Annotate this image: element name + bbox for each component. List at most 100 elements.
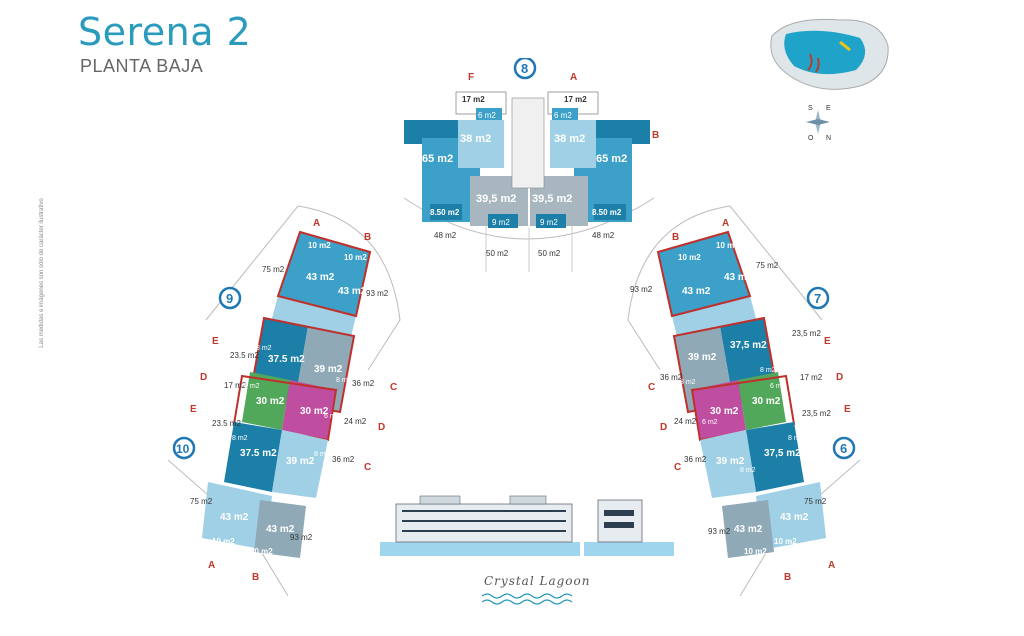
left-terrace-75b: 75 m2 bbox=[190, 497, 213, 506]
left-unit-10a: 10 m2 bbox=[308, 241, 331, 250]
label-left-b: B bbox=[364, 232, 371, 243]
left-terrace-36b: 36 m2 bbox=[332, 455, 355, 464]
left-terrace-235a: 23.5 m2 bbox=[230, 351, 259, 360]
right-unit-375a: 37,5 m2 bbox=[730, 340, 767, 351]
right-unit-8c: 8 m2 bbox=[788, 435, 804, 442]
left-terrace-235b: 23.5 m2 bbox=[212, 419, 241, 428]
left-unit-8b: 8 m2 bbox=[336, 377, 352, 384]
right-unit-10b: 10 m2 bbox=[678, 253, 701, 262]
block-10-badge-text: 10 bbox=[176, 442, 190, 456]
left-unit-10b: 10 m2 bbox=[344, 253, 367, 262]
left-unit-43a: 43 m2 bbox=[306, 272, 335, 283]
right-unit-6g: 6 m2 bbox=[770, 383, 786, 390]
left-terrace-93: 93 m2 bbox=[366, 289, 389, 298]
left-unit-43c: 43 m2 bbox=[220, 512, 249, 523]
label-left-d2: D bbox=[378, 422, 385, 433]
label-right-c1: C bbox=[648, 382, 655, 393]
unit-65-right: 65 m2 bbox=[596, 153, 627, 165]
right-unit-43d: 43 m2 bbox=[734, 524, 763, 535]
left-unit-6m: 6 m2 bbox=[324, 413, 340, 420]
left-unit-8a: 8 m2 bbox=[256, 345, 272, 352]
right-terrace-24: 24 m2 bbox=[674, 417, 697, 426]
right-terrace-235a: 23,5 m2 bbox=[792, 329, 821, 338]
label-left-e1: E bbox=[212, 336, 219, 347]
unit-9-right: 9 m2 bbox=[540, 218, 558, 227]
label-right-b2: B bbox=[784, 572, 791, 583]
building-elevation-front bbox=[380, 495, 580, 556]
block-8-plan: 8 F A E B D C 17 m2 17 m2 6 m2 6 m2 38 m… bbox=[403, 58, 659, 272]
left-terrace-17: 17 m2 bbox=[224, 381, 247, 390]
left-unit-30m: 30 m2 bbox=[300, 406, 329, 417]
right-unit-30g: 30 m2 bbox=[752, 396, 781, 407]
label-right-d2: D bbox=[660, 422, 667, 433]
label-right-d1: D bbox=[836, 372, 843, 383]
compass-n: N bbox=[826, 135, 831, 142]
page-subtitle: PLANTA BAJA bbox=[80, 56, 204, 76]
left-unit-10d: 10 m2 bbox=[250, 547, 273, 556]
unit-6-right: 6 m2 bbox=[554, 111, 572, 120]
right-terrace-93b: 93 m2 bbox=[708, 527, 731, 536]
block-10-badge bbox=[172, 436, 196, 460]
site-location-map: S E O N bbox=[770, 18, 889, 142]
right-unit-8d: 8 m2 bbox=[740, 467, 756, 474]
label-left-a2: A bbox=[208, 560, 215, 571]
compass-e: E bbox=[826, 105, 831, 112]
left-terrace-36a: 36 m2 bbox=[352, 379, 375, 388]
wave-icon bbox=[482, 593, 572, 605]
label-b: B bbox=[652, 130, 659, 141]
label-left-a: A bbox=[313, 218, 320, 229]
label-right-a: A bbox=[722, 218, 729, 229]
block-8-badge-text: 8 bbox=[521, 61, 528, 76]
left-unit-39a: 39 m2 bbox=[314, 364, 343, 375]
crystal-lagoon-label: Crystal Lagoon bbox=[484, 574, 591, 588]
unit-9-left: 9 m2 bbox=[492, 218, 510, 227]
disclaimer-note: Las medidas e imágenes son sólo de carác… bbox=[39, 198, 45, 348]
unit-395-right: 39,5 m2 bbox=[532, 193, 572, 205]
right-terrace-235b: 23,5 m2 bbox=[802, 409, 831, 418]
label-right-c2: C bbox=[674, 462, 681, 473]
right-terrace-17: 17 m2 bbox=[800, 373, 823, 382]
unit-17-left: 17 m2 bbox=[462, 95, 485, 104]
right-unit-10d: 10 m2 bbox=[744, 547, 767, 556]
label-right-b: B bbox=[672, 232, 679, 243]
right-unit-8b: 8 m2 bbox=[680, 379, 696, 386]
unit-38-left: 38 m2 bbox=[460, 133, 491, 145]
right-unit-375b: 37,5 m2 bbox=[764, 448, 801, 459]
label-left-e2: E bbox=[190, 404, 197, 415]
page-title: Serena 2 bbox=[78, 10, 252, 54]
compass-icon: S E O N bbox=[806, 105, 831, 142]
block-7-badge-text: 7 bbox=[814, 291, 821, 306]
right-unit-43a: 43 m2 bbox=[724, 272, 753, 283]
label-right-a2: A bbox=[828, 560, 835, 571]
label-f: F bbox=[468, 72, 474, 83]
left-unit-30g: 30 m2 bbox=[256, 396, 285, 407]
left-unit-8c: 8 m2 bbox=[232, 435, 248, 442]
block-9-badge-text: 9 bbox=[226, 291, 233, 306]
unit-850-left: 8.50 m2 bbox=[430, 208, 460, 217]
right-unit-39a: 39 m2 bbox=[688, 352, 717, 363]
label-left-c2: C bbox=[364, 462, 371, 473]
right-terrace-36a: 36 m2 bbox=[660, 373, 683, 382]
label-right-e1: E bbox=[824, 336, 831, 347]
block-7-badge bbox=[806, 286, 830, 310]
left-unit-6g: 6 m2 bbox=[244, 383, 260, 390]
block-9-10-plan: 9 10 A B E D E C D C A B 10 m2 10 m2 43 … bbox=[168, 205, 401, 596]
label-right-e2: E bbox=[844, 404, 851, 415]
right-terrace-75: 75 m2 bbox=[756, 261, 779, 270]
left-unit-10c: 10 m2 bbox=[212, 537, 235, 546]
left-unit-8d: 8 m2 bbox=[314, 451, 330, 458]
left-unit-43d: 43 m2 bbox=[266, 524, 295, 535]
unit-6-left: 6 m2 bbox=[478, 111, 496, 120]
unit-850-right: 8.50 m2 bbox=[592, 208, 622, 217]
block-6-badge bbox=[832, 436, 856, 460]
terrace-48-right: 48 m2 bbox=[592, 231, 615, 240]
label-left-c1: C bbox=[390, 382, 397, 393]
terrace-50-right: 50 m2 bbox=[538, 249, 561, 258]
right-unit-30m: 30 m2 bbox=[710, 406, 739, 417]
terrace-50-left: 50 m2 bbox=[486, 249, 509, 258]
left-unit-39b: 39 m2 bbox=[286, 456, 315, 467]
right-unit-43c: 43 m2 bbox=[780, 512, 809, 523]
label-left-d1: D bbox=[200, 372, 207, 383]
right-terrace-75b: 75 m2 bbox=[804, 497, 827, 506]
